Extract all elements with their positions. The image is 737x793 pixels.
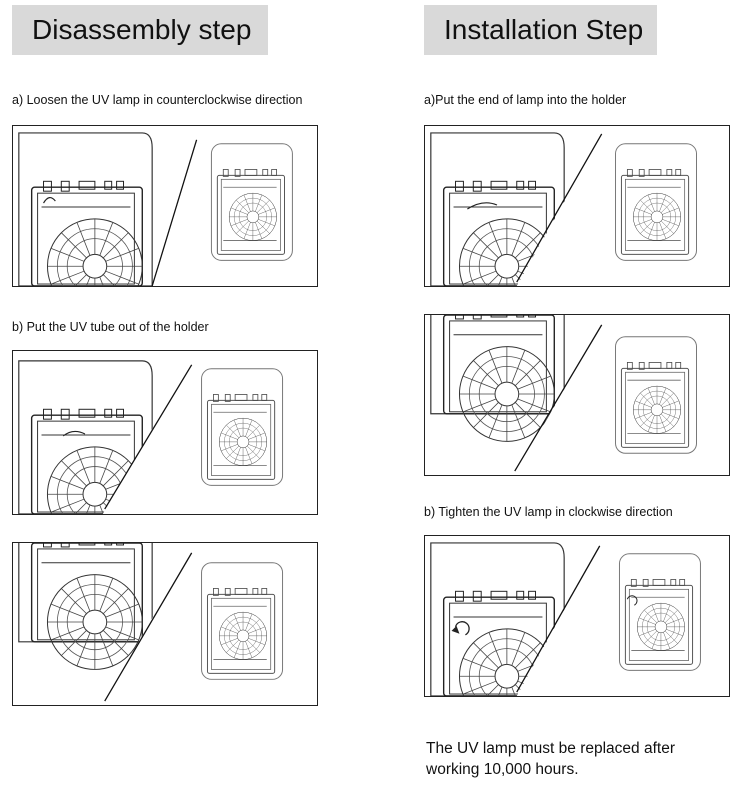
disassembly-step-b-caption: b) Put the UV tube out of the holder: [12, 320, 209, 334]
disassembly-step-b-illustration-1: [12, 350, 318, 515]
disassembly-step-a-caption: a) Loosen the UV lamp in counterclockwis…: [12, 93, 303, 107]
installation-step-b-caption: b) Tighten the UV lamp in clockwise dire…: [424, 505, 673, 519]
installation-step-a-illustration: [424, 125, 730, 287]
installation-step-a-illustration-2: [424, 314, 730, 476]
installation-step-a-caption: a)Put the end of lamp into the holder: [424, 93, 627, 107]
installation-title: Installation Step: [424, 5, 657, 55]
replacement-note: The UV lamp must be replaced after worki…: [426, 740, 675, 778]
installation-step-b-illustration: [424, 535, 730, 697]
disassembly-step-a-illustration: [12, 125, 318, 287]
disassembly-step-b-illustration-2: [12, 542, 318, 706]
disassembly-title: Disassembly step: [12, 5, 268, 55]
